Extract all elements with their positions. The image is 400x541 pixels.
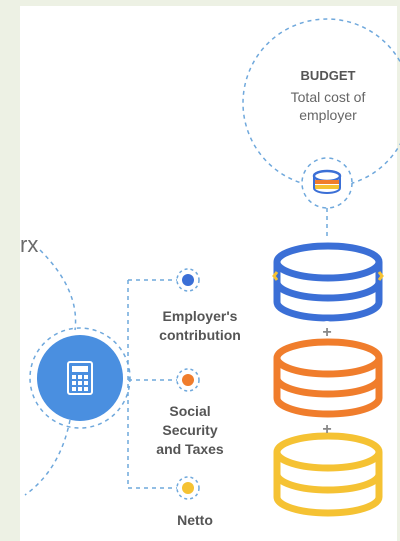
budget-subtitle: Total cost of employer	[264, 88, 392, 124]
plus-symbol-1: +	[322, 324, 331, 341]
employer-dot	[176, 268, 200, 292]
top-margin-band	[0, 0, 400, 6]
calculator-icon	[29, 327, 131, 429]
main-dashed-arc	[24, 249, 77, 496]
coin-stack-icon	[301, 157, 353, 209]
blue-coin-stack	[272, 242, 384, 322]
employer-label-line1: Employer's	[162, 308, 238, 324]
left-margin-band	[0, 0, 20, 541]
plus-symbol-2: +	[322, 421, 331, 438]
social-label-line3: and Taxes	[156, 441, 224, 457]
plus-connector-1	[317, 321, 337, 341]
budget-subtitle-line1: Total cost of	[290, 89, 366, 105]
employer-label-line2: contribution	[159, 327, 241, 343]
budget-title: BUDGET	[300, 68, 356, 83]
social-label-line1: Social	[169, 403, 211, 419]
social-security-dot	[176, 368, 200, 392]
orange-coin-stack	[273, 338, 383, 418]
right-margin-band	[397, 0, 400, 541]
netto-dot	[176, 476, 200, 500]
social-security-label: Social Security and Taxes	[140, 402, 240, 459]
branch-lines	[127, 279, 178, 489]
yellow-coin-stack	[273, 432, 383, 517]
employer-contribution-label: Employer's contribution	[150, 307, 250, 345]
budget-subtitle-line2: employer	[299, 107, 357, 123]
partial-title-text: rx	[20, 232, 39, 257]
social-label-line2: Security	[162, 422, 218, 438]
netto-label: Netto	[177, 512, 213, 528]
